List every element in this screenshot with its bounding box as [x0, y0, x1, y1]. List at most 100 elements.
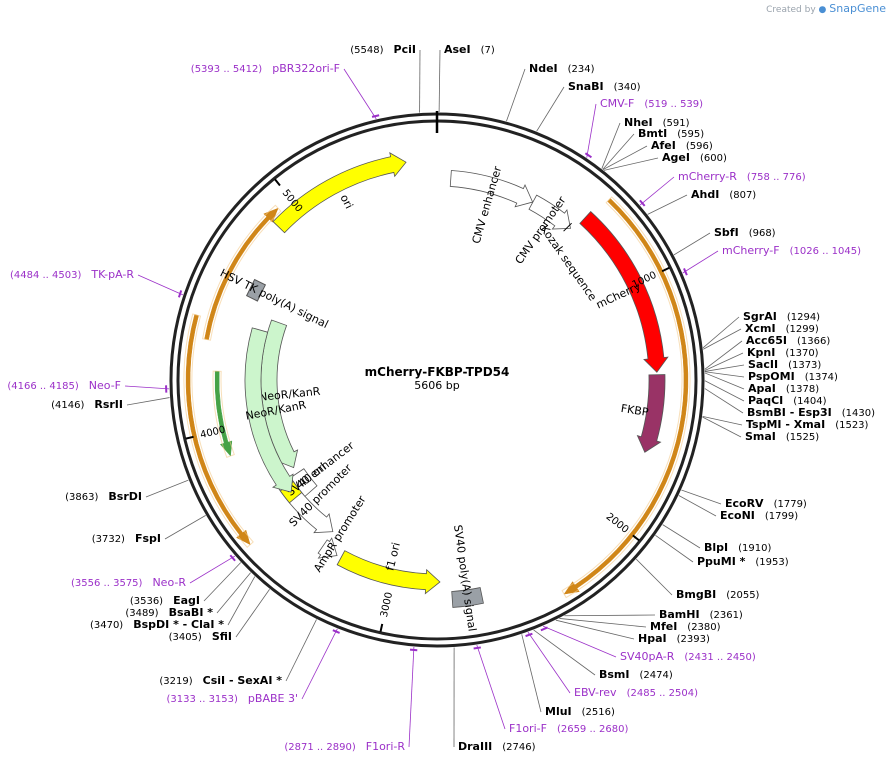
enzyme-label: ApaI(1378)	[748, 382, 819, 395]
primer-name: F1ori-R	[366, 740, 406, 753]
misc-arrow-halo	[561, 196, 691, 599]
feature-arrow	[528, 194, 571, 230]
enzyme-position: (1299)	[786, 324, 819, 335]
enzyme-leader-line	[145, 479, 189, 498]
misc-arrow-halo	[183, 313, 254, 548]
enzyme-position: (4146)	[51, 400, 84, 411]
misc-arrow-halo	[202, 204, 282, 341]
primer-name: pBABE 3'	[248, 692, 298, 705]
primer-leader-line	[189, 555, 236, 584]
primer-label: (2871 .. 2890)F1ori-R	[284, 740, 405, 753]
enzyme-name: CsiI - SexAI *	[203, 674, 283, 687]
primer-name: pBR322ori-F	[272, 62, 340, 75]
enzyme-label: AhdI(807)	[691, 188, 756, 201]
enzyme-name: SmaI	[745, 430, 776, 443]
enzyme-leader-line	[438, 49, 441, 113]
primer-name: CMV-F	[600, 97, 634, 110]
enzyme-name: BsmBI - Esp3I	[747, 406, 832, 419]
primer-site-mark	[473, 646, 481, 650]
enzyme-leader-line	[564, 614, 656, 617]
enzyme-position: (968)	[749, 228, 776, 239]
enzyme-position: (2361)	[710, 610, 743, 621]
primer-leader-line	[542, 625, 617, 658]
enzyme-label: SmaI(1525)	[745, 430, 819, 443]
feature-arrow	[579, 211, 669, 373]
enzyme-leader-line	[126, 397, 170, 406]
enzyme-name: SacII	[748, 358, 778, 371]
enzyme-name: BlpI	[704, 541, 728, 554]
primer-position: (2431 .. 2450)	[684, 652, 756, 663]
enzyme-position: (2393)	[677, 634, 710, 645]
enzyme-name: MfeI	[650, 620, 677, 633]
enzyme-name: KpnI	[747, 346, 775, 359]
enzyme-leader-line	[704, 352, 744, 371]
enzyme-position: (340)	[614, 82, 641, 93]
enzyme-label: (3863)BsrDI	[65, 490, 142, 503]
enzyme-name: AfeI	[651, 139, 676, 152]
primer-position: (2485 .. 2504)	[627, 688, 699, 699]
primer-name: Neo-F	[89, 379, 121, 392]
enzyme-label: BsmI(2474)	[599, 668, 673, 681]
feature-label: f1 ori	[383, 541, 402, 572]
feature-arrow	[451, 587, 484, 608]
enzyme-name: FspI	[135, 532, 161, 545]
enzyme-leader-line	[702, 316, 740, 349]
enzyme-leader-line	[681, 489, 722, 505]
tick-label: 2000	[604, 511, 631, 535]
enzyme-label: PaqCI(1404)	[748, 394, 827, 407]
enzyme-leader-line	[536, 86, 565, 132]
enzyme-name: BamHI	[659, 608, 700, 621]
enzyme-label: SgrAI(1294)	[743, 310, 820, 323]
enzyme-position: (1779)	[774, 499, 807, 510]
enzyme-name: EagI	[173, 594, 200, 607]
enzyme-position: (1523)	[835, 420, 868, 431]
enzyme-name: SnaBI	[568, 80, 604, 93]
enzyme-position: (1799)	[765, 511, 798, 522]
enzyme-leader-line	[506, 68, 526, 122]
enzyme-name: PspOMI	[748, 370, 795, 383]
enzyme-leader-line	[555, 619, 635, 640]
enzyme-name: XcmI	[745, 322, 776, 335]
primer-position: (3556 .. 3575)	[71, 578, 143, 589]
snapgene-logo-icon: ●	[818, 5, 827, 15]
primer-site-mark	[177, 290, 183, 298]
primer-site-mark	[683, 268, 688, 276]
primer-position: (2659 .. 2680)	[557, 724, 629, 735]
primer-site-mark	[525, 632, 533, 638]
primer-leader-line	[527, 631, 571, 694]
primer-label: (4484 .. 4503)TK-pA-R	[10, 268, 134, 281]
enzyme-label: (4146)RsrII	[51, 398, 123, 411]
primer-label: F1ori-F(2659 .. 2680)	[509, 722, 628, 735]
feature-label: SV40 poly(A) signal	[451, 524, 479, 632]
enzyme-name: SgrAI	[743, 310, 777, 323]
enzyme-position: (2746)	[502, 742, 535, 753]
enzyme-position: (1404)	[793, 396, 826, 407]
enzyme-name: TspMI - XmaI	[746, 418, 825, 431]
enzyme-position: (234)	[568, 64, 595, 75]
enzyme-position: (1370)	[785, 348, 818, 359]
plasmid-name: mCherry-FKBP-TPD54	[365, 365, 510, 379]
primer-leader-line	[476, 644, 506, 730]
enzyme-position: (7)	[481, 45, 495, 56]
enzyme-name: NdeI	[529, 62, 558, 75]
enzyme-label: KpnI (1370)	[747, 346, 819, 359]
enzyme-label: NdeI (234)	[529, 62, 595, 75]
primer-position: (519 .. 539)	[644, 99, 703, 110]
feature-label: ori	[337, 192, 355, 211]
primer-label: EBV-rev(2485 .. 2504)	[574, 686, 698, 699]
enzyme-leader-line	[678, 495, 717, 517]
primer-name: mCherry-F	[722, 244, 780, 257]
misc-arrow	[185, 314, 251, 546]
enzyme-name: EcoRV	[725, 497, 764, 510]
enzyme-position: (596)	[686, 141, 713, 152]
enzyme-label: Acc65I(1366)	[746, 334, 830, 347]
tick-mark-2000	[632, 534, 640, 542]
enzyme-label: AgeI(600)	[662, 151, 727, 164]
enzyme-position: (1910)	[738, 543, 771, 554]
enzyme-label: SacII(1373)	[748, 358, 821, 371]
kozak-label: Kozak sequence	[538, 223, 600, 303]
primer-name: Neo-R	[152, 576, 186, 589]
enzyme-leader-line	[704, 388, 744, 414]
misc-arrow	[204, 207, 279, 341]
enzyme-name: SbfI	[714, 226, 739, 239]
